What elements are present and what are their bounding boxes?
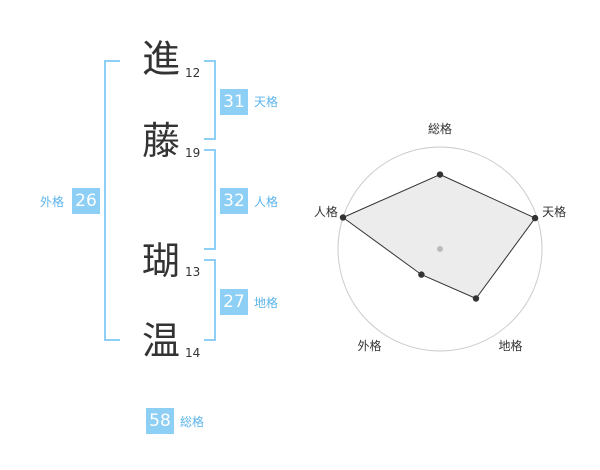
soukaku-value-badge: 58 bbox=[146, 408, 174, 434]
stroke-count-1: 12 bbox=[185, 66, 201, 80]
name-char-4: 温 bbox=[142, 319, 181, 363]
stroke-count-2: 19 bbox=[185, 146, 201, 160]
jinkaku-bracket bbox=[204, 149, 216, 250]
chikaku-value-badge: 27 bbox=[220, 289, 248, 315]
radar-point-1 bbox=[436, 171, 444, 178]
stroke-count-3: 13 bbox=[185, 265, 201, 279]
radar-axis-label-4: 外格 bbox=[357, 338, 381, 353]
gaikaku-bracket bbox=[104, 60, 120, 341]
chikaku-label: 地格 bbox=[254, 296, 279, 310]
radar-point-2 bbox=[531, 214, 539, 222]
soukaku-label: 総格 bbox=[180, 415, 205, 429]
stroke-count-4: 14 bbox=[185, 346, 201, 360]
gaikaku-value-badge: 26 bbox=[72, 188, 100, 214]
name-char-2: 藤 bbox=[142, 119, 181, 163]
name-char-3: 瑚 bbox=[142, 239, 181, 283]
radar-point-3 bbox=[472, 295, 480, 302]
jinkaku-value-badge: 32 bbox=[220, 188, 248, 214]
tenkaku-value-badge: 31 bbox=[220, 89, 248, 115]
chikaku-bracket bbox=[204, 259, 216, 341]
radar-center bbox=[437, 246, 443, 252]
radar-point-5 bbox=[339, 214, 347, 221]
radar-point-4 bbox=[418, 271, 425, 278]
name-char-1: 進 bbox=[142, 37, 181, 81]
radar-axis-label-2: 天格 bbox=[542, 204, 566, 219]
radar-axis-label-3: 地格 bbox=[499, 338, 523, 353]
radar-axis-label-1: 総格 bbox=[428, 121, 452, 136]
tenkaku-label: 天格 bbox=[254, 95, 279, 109]
radar-axis-label-5: 人格 bbox=[314, 204, 338, 219]
tenkaku-bracket bbox=[204, 60, 216, 140]
gaikaku-label: 外格 bbox=[40, 195, 65, 209]
jinkaku-label: 人格 bbox=[254, 195, 279, 209]
radar-polygon bbox=[342, 173, 536, 300]
